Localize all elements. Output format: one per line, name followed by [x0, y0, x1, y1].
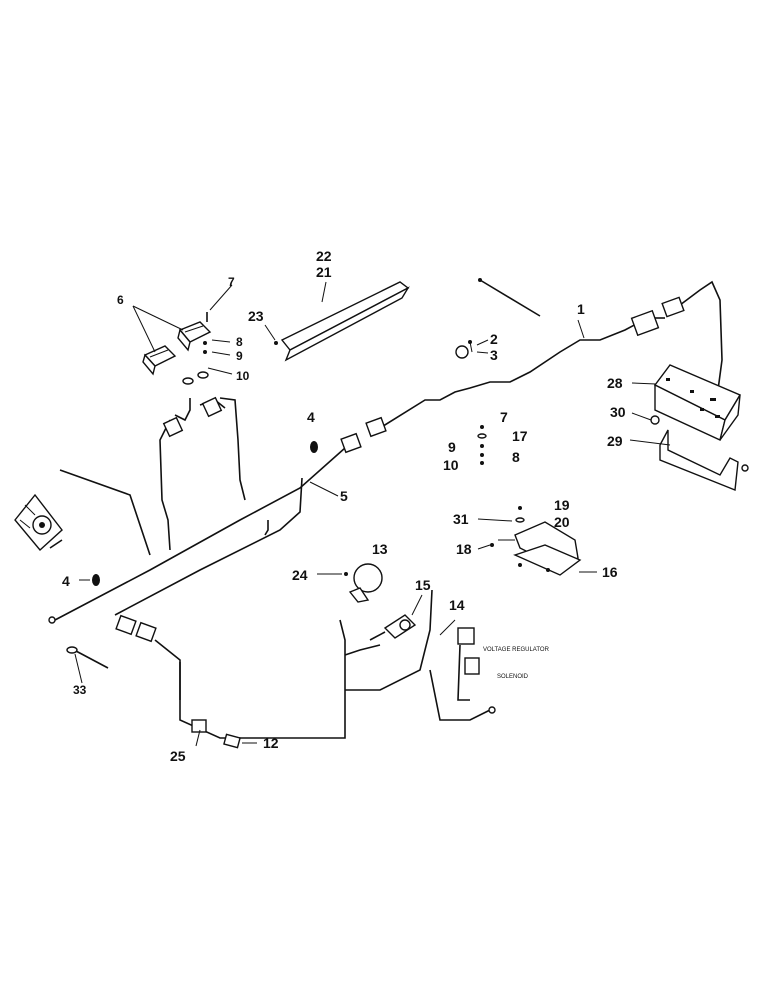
callout-30: 30 [610, 404, 626, 420]
callout-24: 24 [292, 567, 308, 583]
switch-15 [369, 614, 417, 641]
callout-1: 1 [577, 301, 585, 317]
callout-19: 19 [554, 497, 570, 513]
callout-22: 22 [316, 248, 332, 264]
callout-4b: 4 [62, 573, 70, 589]
callout-labels: 1 2 3 4 4 5 6 7 8 9 10 7 17 9 8 10 12 13… [62, 248, 626, 764]
voltage-regulator [457, 627, 496, 714]
callout-18: 18 [456, 541, 472, 557]
gauge-13 [344, 563, 383, 603]
channel-strip [274, 281, 410, 362]
leader-lines [74, 281, 671, 747]
connector-4 [92, 441, 318, 586]
light-assembly-25 [191, 719, 241, 749]
main-harness-wire [379, 280, 723, 429]
callout-2: 2 [490, 331, 498, 347]
callout-9b: 9 [448, 439, 456, 455]
callout-15: 15 [415, 577, 431, 593]
callout-4a: 4 [307, 409, 315, 425]
bracket-16 [513, 521, 582, 576]
fasteners-18-19-20 [490, 506, 525, 547]
solenoid-annotation: SOLENOID [497, 674, 529, 680]
callout-10a: 10 [236, 369, 250, 383]
lower-harness [115, 589, 491, 739]
callout-10b: 10 [443, 457, 459, 473]
instrument-panel [653, 364, 742, 441]
fastener-stack [182, 312, 209, 385]
callout-33: 33 [73, 683, 87, 697]
callout-20: 20 [554, 514, 570, 530]
panel-bracket [659, 429, 749, 491]
callout-7b: 7 [500, 409, 508, 425]
rod [478, 278, 541, 317]
callout-14: 14 [449, 597, 465, 613]
voltage-regulator-annotation: VOLTAGE REGULATOR [483, 647, 550, 653]
callout-28: 28 [607, 375, 623, 391]
callout-25: 25 [170, 748, 186, 764]
callout-23: 23 [248, 308, 264, 324]
callout-9a: 9 [236, 349, 243, 363]
callout-3: 3 [490, 347, 498, 363]
callout-29: 29 [607, 433, 623, 449]
callout-13: 13 [372, 541, 388, 557]
callout-17: 17 [512, 428, 528, 444]
callout-16: 16 [602, 564, 618, 580]
center-harness-wire [48, 447, 346, 624]
block-pads [142, 321, 212, 376]
callout-12: 12 [263, 735, 279, 751]
harness-connector-plug [630, 296, 685, 337]
callout-8b: 8 [512, 449, 520, 465]
callout-7a: 7 [228, 275, 235, 289]
callout-31: 31 [453, 511, 469, 527]
center-connectors [340, 416, 387, 454]
sub-harness [159, 396, 246, 551]
callout-6: 6 [117, 293, 124, 307]
alternator-pulley [14, 493, 63, 552]
callout-5: 5 [340, 488, 348, 504]
washer-30 [650, 415, 660, 425]
clip-part [455, 340, 473, 359]
callout-21: 21 [316, 264, 332, 280]
fasteners-7-17-8-9-10 [477, 425, 487, 465]
callout-8a: 8 [236, 335, 243, 349]
probe-33 [66, 646, 109, 669]
